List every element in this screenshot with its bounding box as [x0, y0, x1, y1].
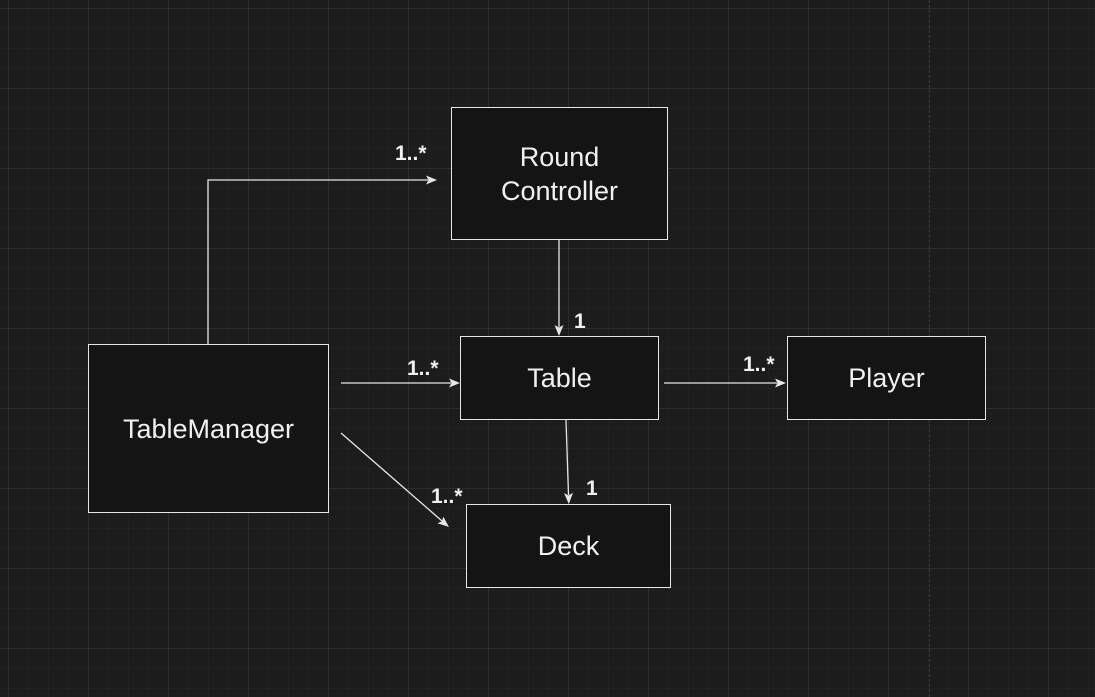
edge-round-controller-to-table[interactable] [554, 240, 564, 336]
multiplicity-label-deck-from-manager: 1..* [431, 485, 463, 508]
arrowhead-icon [437, 516, 449, 527]
node-label-table: Table [527, 363, 592, 393]
arrowhead-icon [554, 325, 564, 336]
multiplicity-label-table-from-round-controller: 1 [574, 310, 586, 333]
edge-manager-to-round-controller[interactable] [207, 175, 437, 345]
node-label-player: Player [848, 363, 925, 393]
multiplicity-label-deck-from-table: 1 [586, 477, 598, 500]
arrowhead-icon [775, 378, 786, 388]
arrowhead-icon [564, 492, 573, 504]
node-table[interactable]: Table [460, 336, 659, 420]
arrowhead-icon [449, 378, 460, 388]
multiplicity-label-round-controller: 1..* [395, 142, 427, 165]
node-deck[interactable]: Deck [466, 504, 671, 588]
node-label-deck: Deck [537, 531, 600, 561]
multiplicity-label-player: 1..* [743, 353, 775, 376]
node-table-manager[interactable]: TableManager [88, 344, 329, 513]
arrowhead-icon [426, 175, 437, 185]
edge-table-to-deck[interactable] [564, 419, 573, 504]
edge-table-to-player[interactable] [664, 378, 786, 388]
node-label-round-controller: Round Controller [500, 141, 619, 206]
node-label-table-manager: TableManager [122, 413, 295, 444]
multiplicity-label-table-from-manager: 1..* [407, 357, 439, 380]
node-player[interactable]: Player [787, 336, 986, 420]
node-round-controller[interactable]: Round Controller [451, 107, 668, 240]
edge-manager-to-deck[interactable] [340, 432, 449, 527]
edge-manager-to-table[interactable] [341, 378, 460, 388]
